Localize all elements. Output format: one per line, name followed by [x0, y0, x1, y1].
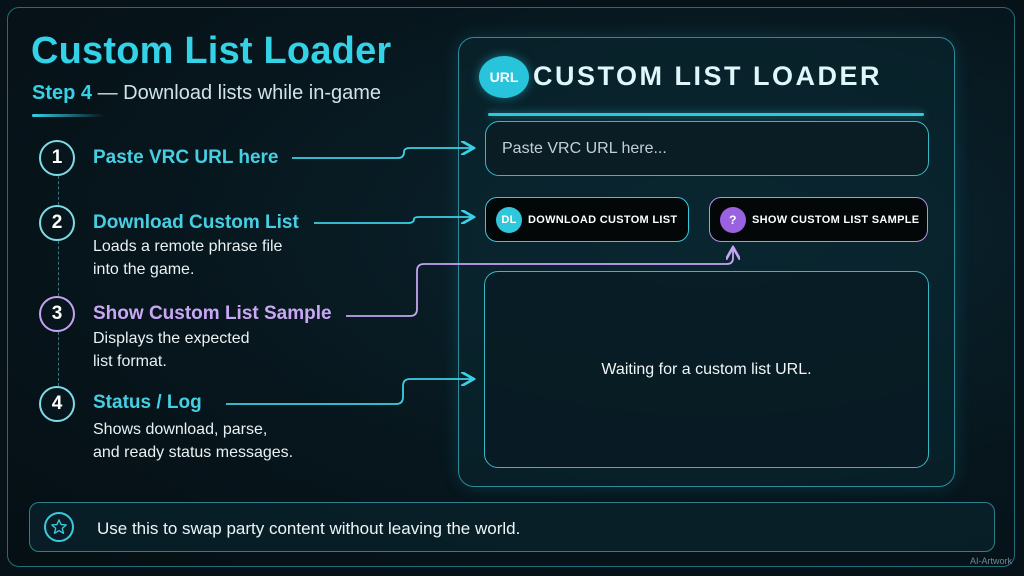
step-2-number: 2 [39, 205, 75, 241]
step-3-number: 3 [39, 296, 75, 332]
step-2-description: Loads a remote phrase file into the game… [93, 235, 282, 281]
step-3-title: Show Custom List Sample [93, 303, 332, 324]
step-4-number: 4 [39, 386, 75, 422]
panel-title: CUSTOM LIST LOADER [533, 61, 883, 91]
step-label: Step 4 [32, 82, 93, 104]
step-4-desc-line: Shows download, parse, [93, 421, 268, 438]
watermark: AI-Artwork [969, 556, 1012, 566]
arrow-step-1 [292, 148, 472, 159]
arrow-step-4 [226, 379, 472, 405]
footer-tip-bar [29, 502, 995, 552]
arrow-step-3 [346, 249, 733, 317]
step-3-description: Displays the expected list format. [93, 327, 250, 373]
step-2-desc-line: into the game. [93, 261, 195, 278]
step-2-desc-line: Loads a remote phrase file [93, 238, 283, 255]
footer-text: Use this to swap party content without l… [97, 519, 521, 538]
step-3-desc-line: Displays the expected [93, 330, 250, 347]
star-icon [44, 512, 74, 542]
sample-button-label: SHOW CUSTOM LIST SAMPLE [752, 213, 920, 226]
url-badge: URL [479, 56, 529, 98]
url-input[interactable] [485, 121, 929, 176]
step-connector [58, 241, 59, 296]
step-4-description: Shows download, parse, and ready status … [93, 418, 293, 464]
step-connector [58, 176, 59, 205]
step-1-number: 1 [39, 140, 75, 176]
status-log-box: Waiting for a custom list URL. [484, 271, 929, 468]
title-underline [32, 114, 104, 117]
status-text: Waiting for a custom list URL. [601, 360, 812, 378]
step-description: — Download lists while in-game [92, 82, 382, 104]
download-icon: DL [496, 206, 522, 233]
page-title: Custom List Loader [31, 30, 392, 72]
arrow-step-2 [314, 217, 472, 223]
step-4-desc-line: and ready status messages. [93, 444, 294, 461]
step-3-desc-line: list format. [93, 353, 167, 370]
page-subtitle: Step 4 — Download lists while in-game [32, 82, 381, 105]
download-button-label: DOWNLOAD CUSTOM LIST [528, 213, 678, 226]
step-4-title: Status / Log [93, 392, 202, 413]
step-1-title: Paste VRC URL here [93, 147, 279, 168]
show-custom-list-sample-button[interactable]: ? SHOW CUSTOM LIST SAMPLE [709, 197, 928, 242]
step-connector [58, 332, 59, 386]
download-custom-list-button[interactable]: DL DOWNLOAD CUSTOM LIST [485, 197, 689, 242]
panel-divider [488, 113, 924, 116]
question-icon: ? [720, 206, 746, 233]
step-2-title: Download Custom List [93, 212, 299, 233]
